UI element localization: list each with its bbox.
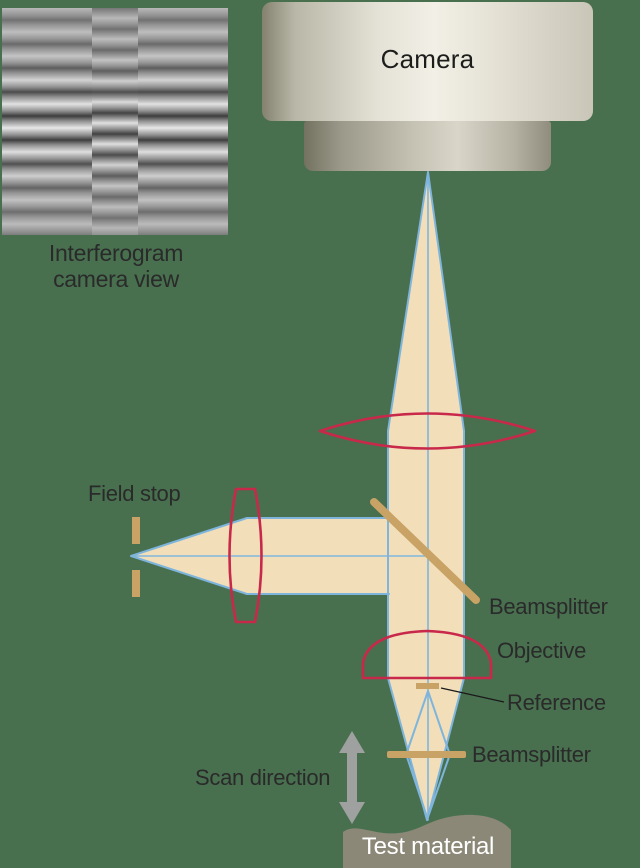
beam-edges (130, 171, 465, 821)
interferogram-image (2, 8, 228, 235)
reference-mirror (416, 683, 439, 689)
field-stop-aperture (132, 517, 140, 597)
field-stop-blade-bottom (132, 570, 140, 597)
objective-label: Objective (497, 638, 587, 663)
edges-upper-cone (387, 171, 465, 432)
interferogram-caption: Interferogram camera view (0, 240, 232, 292)
beam-cone-lower (388, 678, 464, 821)
field-lens (228, 487, 263, 624)
camera-label: Camera (380, 44, 475, 74)
test-material-shape (343, 814, 511, 868)
field-stop-label: Field stop (88, 481, 181, 506)
beamsplitter-upper-label: Beamsplitter (489, 594, 608, 619)
edges-horizontal-beam (246, 517, 390, 595)
scan-direction-label: Scan direction (195, 765, 331, 790)
objective-lens (361, 629, 493, 680)
interferogram-caption-line2: camera view (53, 266, 179, 292)
beam-cone-upper (388, 172, 464, 431)
fringe-contrast-envelope (2, 8, 228, 235)
field-stop-blade-top (132, 517, 140, 544)
camera-body: Camera (262, 2, 593, 121)
edges-reference-rays (406, 690, 450, 818)
illumination-beam (131, 172, 464, 821)
scan-direction-arrow (339, 731, 365, 824)
beamsplitter-plate-lower (387, 751, 466, 758)
tube-lens (318, 412, 537, 450)
camera-barrel (304, 121, 551, 171)
beamsplitter-lower-label: Beamsplitter (472, 742, 591, 767)
reference-label: Reference (507, 690, 606, 715)
edges-field-stop-cone (130, 517, 248, 595)
test-material-label: Test material (361, 833, 495, 860)
beamsplitter-plate-diagonal (370, 498, 480, 604)
interferogram-caption-line1: Interferogram (48, 240, 184, 266)
reference-pointer-line (440, 687, 505, 703)
